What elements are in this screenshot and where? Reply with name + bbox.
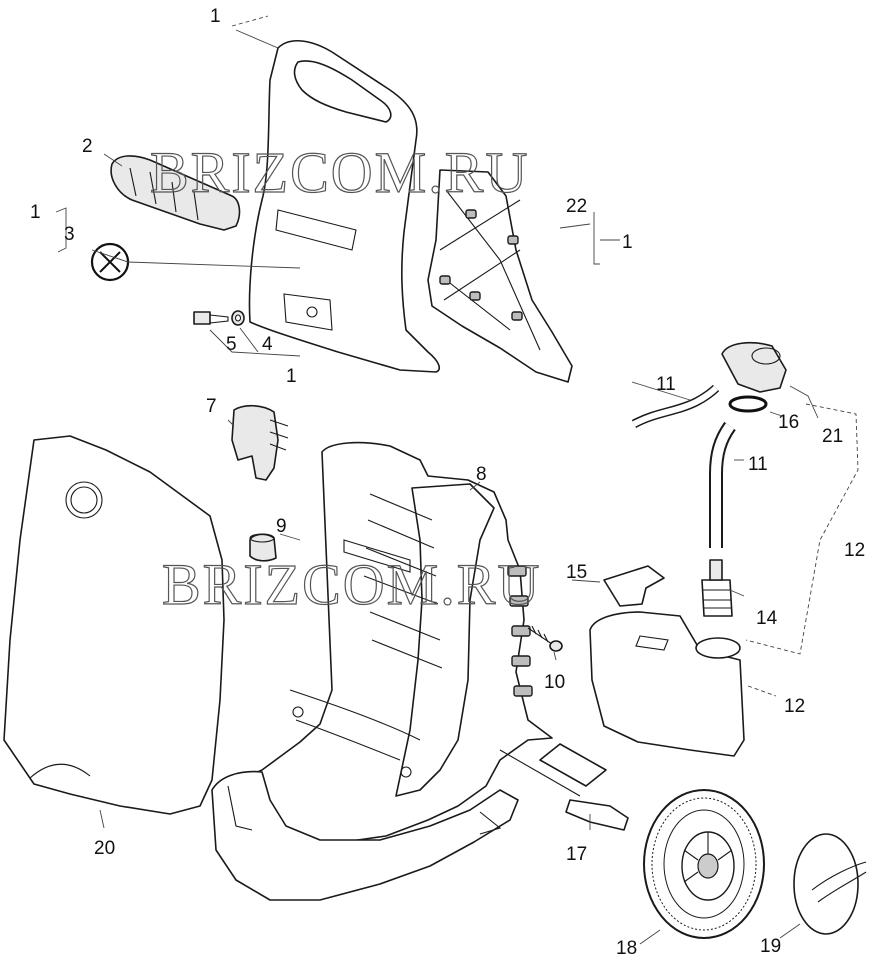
callout-17: 17	[566, 844, 587, 865]
part-hub-cap	[793, 833, 867, 935]
callout-9: 9	[276, 516, 287, 537]
part-detergent-tank	[589, 611, 745, 757]
part-hose-lower	[709, 421, 736, 548]
callout-4: 4	[262, 334, 273, 355]
callout-3: 3	[64, 224, 75, 245]
part-rear-frame	[427, 169, 573, 383]
callout-2: 2	[82, 136, 93, 157]
callout-22: 22	[566, 196, 587, 217]
part-screw-and-washer	[193, 310, 245, 326]
part-clip	[231, 404, 289, 481]
callout-18: 18	[616, 938, 637, 959]
callout-15: 15	[566, 562, 587, 583]
callout-12-right: 12	[844, 540, 865, 561]
part-grip-insert	[110, 155, 241, 231]
callout-1-bottom: 1	[286, 366, 297, 387]
part-sleeve	[249, 533, 277, 562]
callout-16: 16	[778, 412, 799, 433]
part-main-housing	[239, 441, 553, 845]
callout-19: 19	[760, 936, 781, 957]
part-bracket	[603, 565, 665, 607]
callout-20: 20	[94, 838, 115, 859]
callout-1-left: 1	[30, 202, 41, 223]
callout-1-right: 1	[622, 232, 633, 253]
part-side-panel	[3, 435, 225, 815]
callout-8: 8	[476, 464, 487, 485]
leader-lines	[55, 15, 859, 945]
part-base-foot	[211, 770, 519, 901]
callout-5: 5	[226, 334, 237, 355]
callout-11-lower: 11	[748, 454, 768, 475]
part-filter	[701, 559, 733, 617]
callout-12-bottom: 12	[784, 696, 805, 717]
part-wheel	[643, 789, 765, 939]
callout-10: 10	[544, 672, 565, 693]
callout-14: 14	[756, 608, 778, 629]
part-hose-upper	[631, 384, 720, 428]
callout-7: 7	[206, 396, 217, 417]
part-front-cover	[248, 40, 441, 373]
part-tank-cap	[721, 341, 787, 393]
part-not-available-symbol	[90, 242, 130, 282]
watermark-middle: BRIZCOM.RU	[162, 552, 541, 617]
watermark-top: BRIZCOM.RU	[150, 140, 529, 205]
part-screw	[527, 625, 563, 652]
part-axle	[499, 743, 629, 831]
part-o-ring	[728, 395, 768, 413]
callout-11-upper: 11	[656, 374, 676, 395]
callout-1-top: 1	[210, 6, 221, 27]
callout-21: 21	[822, 426, 843, 447]
